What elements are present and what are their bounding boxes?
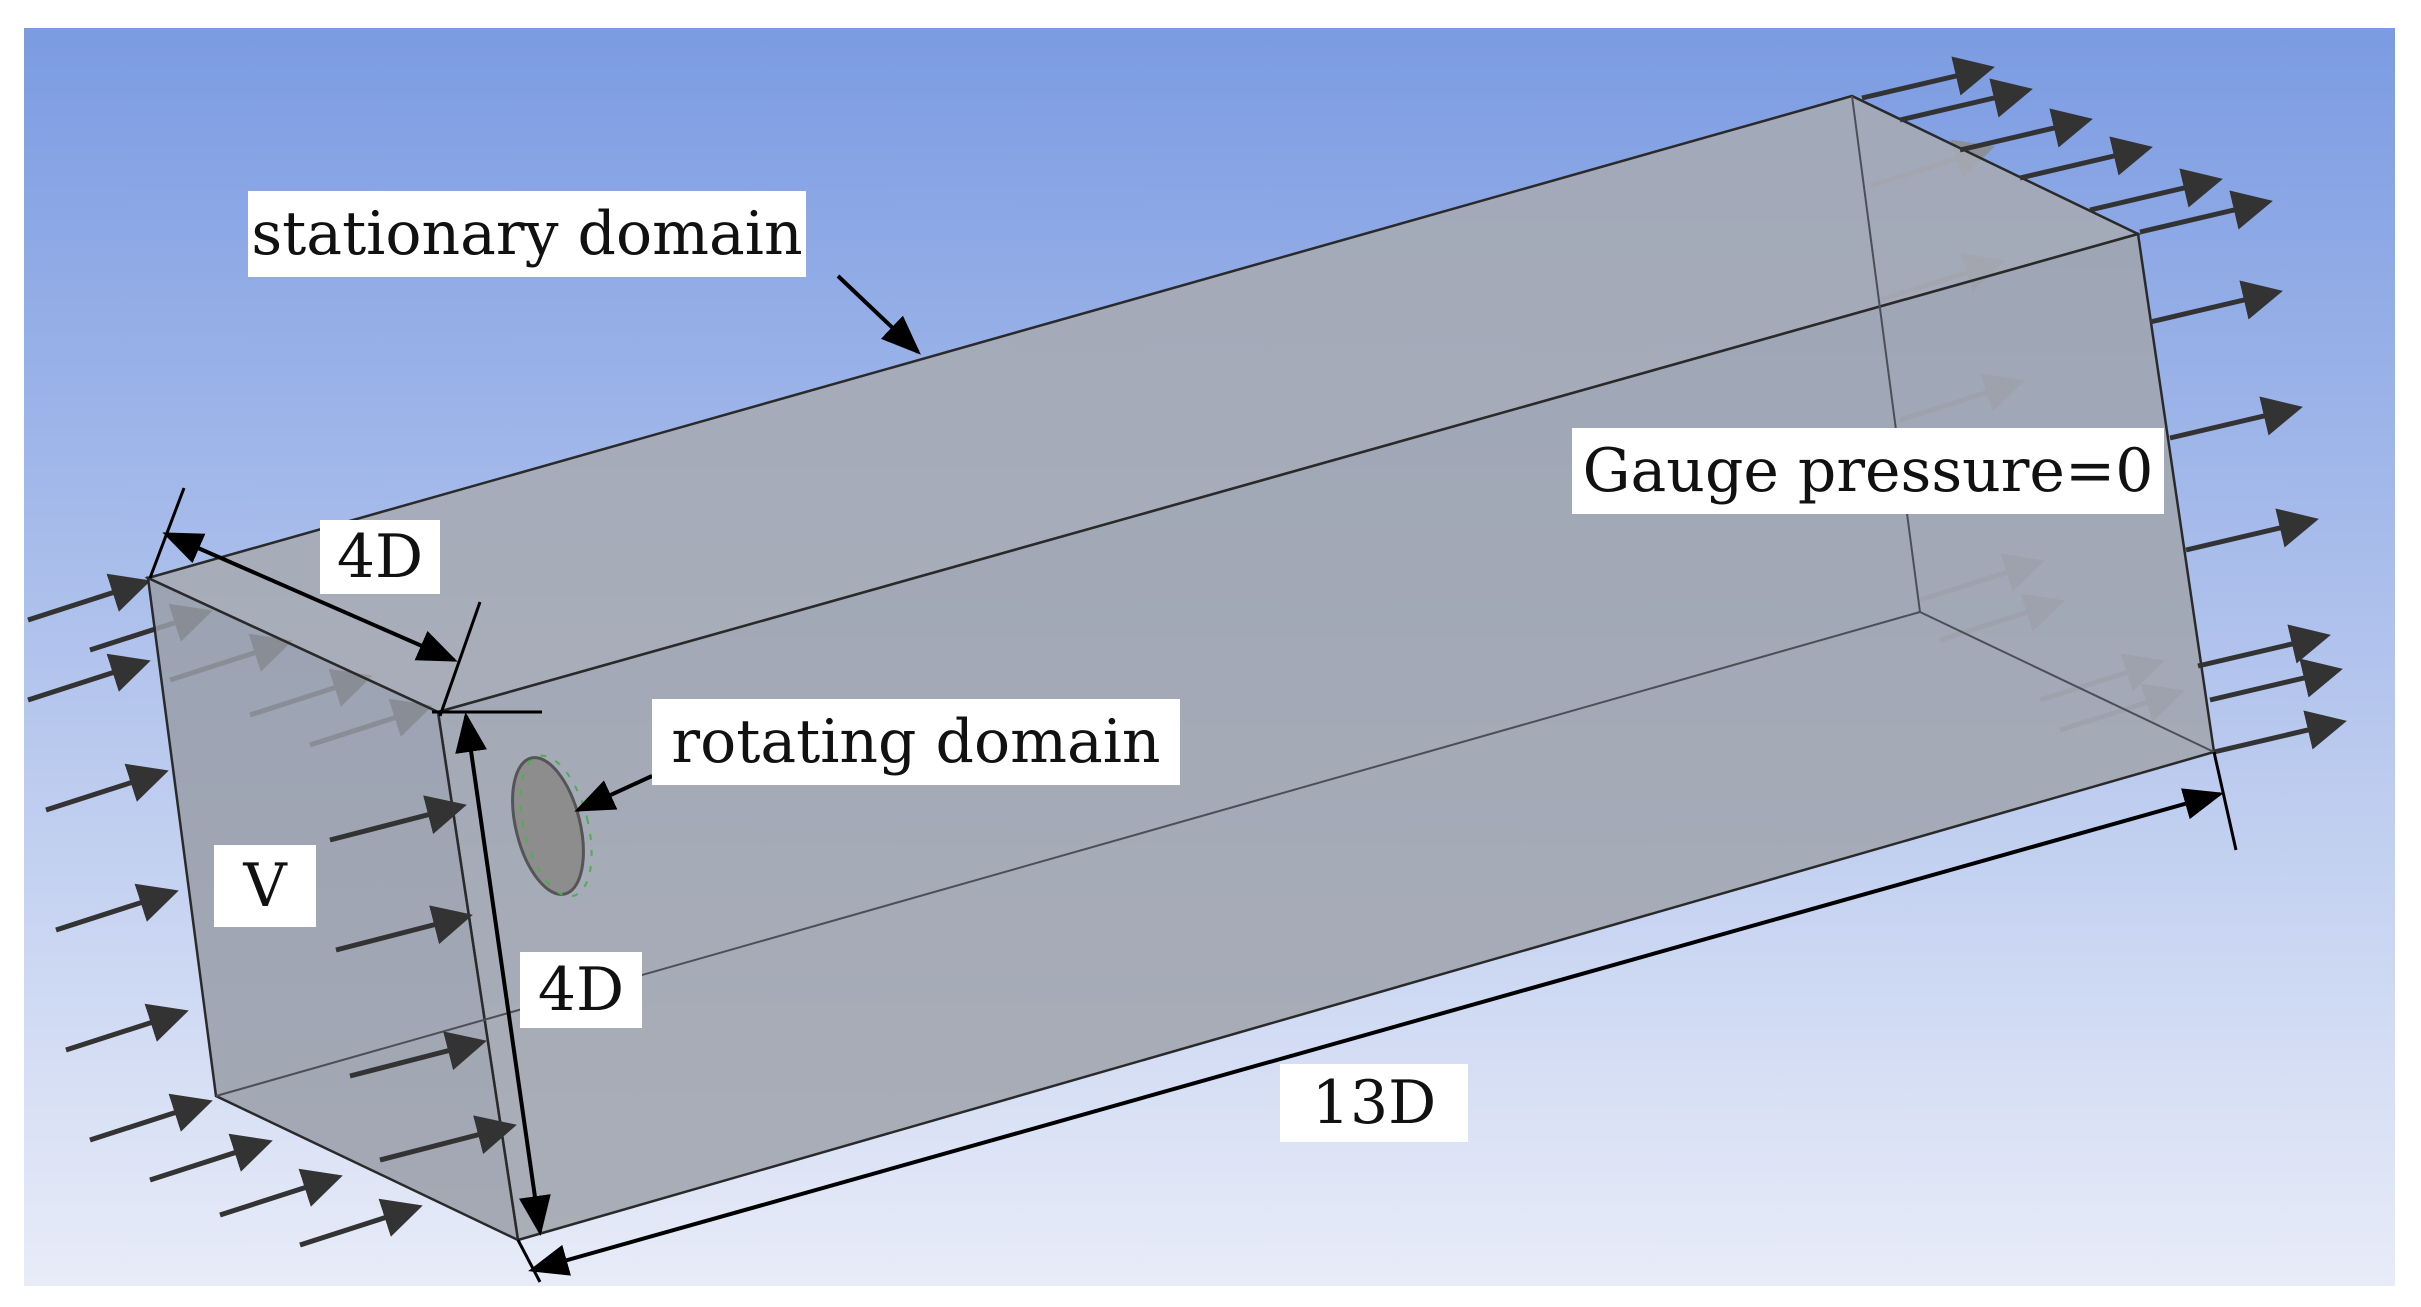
length-dimension-arrow [528, 788, 2224, 1276]
rotating-leader-arrow [574, 774, 653, 812]
inlet-arrow [149, 1133, 273, 1183]
inlet-arrow [219, 1168, 343, 1218]
outlet-arrow [2139, 190, 2273, 235]
gauge-pressure-label: Gauge pressure=0 [1572, 428, 2164, 514]
outlet-arrow [1861, 56, 1995, 101]
dimension-extension [438, 601, 482, 717]
length-dimension-label: 13D [1280, 1064, 1468, 1142]
dimension-extension [2212, 751, 2238, 851]
inlet-velocity-label: V [214, 845, 316, 927]
outlet-arrow [2209, 658, 2343, 703]
outlet-flow-arrows [1861, 56, 2347, 755]
inlet-arrow [45, 763, 169, 813]
inlet-arrow [299, 1198, 423, 1248]
inlet-arrow [27, 573, 151, 623]
outlet-arrow [1899, 78, 2033, 123]
rotating-domain-label: rotating domain [652, 699, 1180, 785]
outlet-arrow [2169, 396, 2303, 441]
stationary-leader-arrow [836, 274, 921, 355]
dimension-lines [148, 487, 2238, 1283]
inlet-arrow [329, 795, 467, 843]
outlet-arrow [2149, 280, 2283, 325]
inlet-arrow [335, 905, 473, 953]
height-dimension-label: 4D [520, 952, 642, 1028]
outlet-arrow [2185, 508, 2319, 553]
outlet-arrow [2019, 136, 2153, 181]
stationary-domain-label: stationary domain [248, 191, 806, 277]
inlet-arrow [27, 653, 151, 703]
height-dimension-arrow [455, 712, 551, 1236]
outlet-arrow [2197, 624, 2331, 669]
outlet-arrow [1959, 108, 2093, 153]
outlet-arrow [2213, 710, 2347, 755]
hidden-edge [1919, 611, 2215, 753]
width-dimension-arrow [162, 532, 458, 662]
outlet-arrow [2089, 168, 2223, 213]
hidden-edge [1851, 95, 1921, 613]
inlet-arrow [89, 1093, 213, 1143]
width-dimension-label: 4D [320, 520, 440, 594]
inlet-arrow [65, 1003, 189, 1053]
inlet-arrow [55, 883, 179, 933]
leader-arrows [574, 274, 921, 812]
